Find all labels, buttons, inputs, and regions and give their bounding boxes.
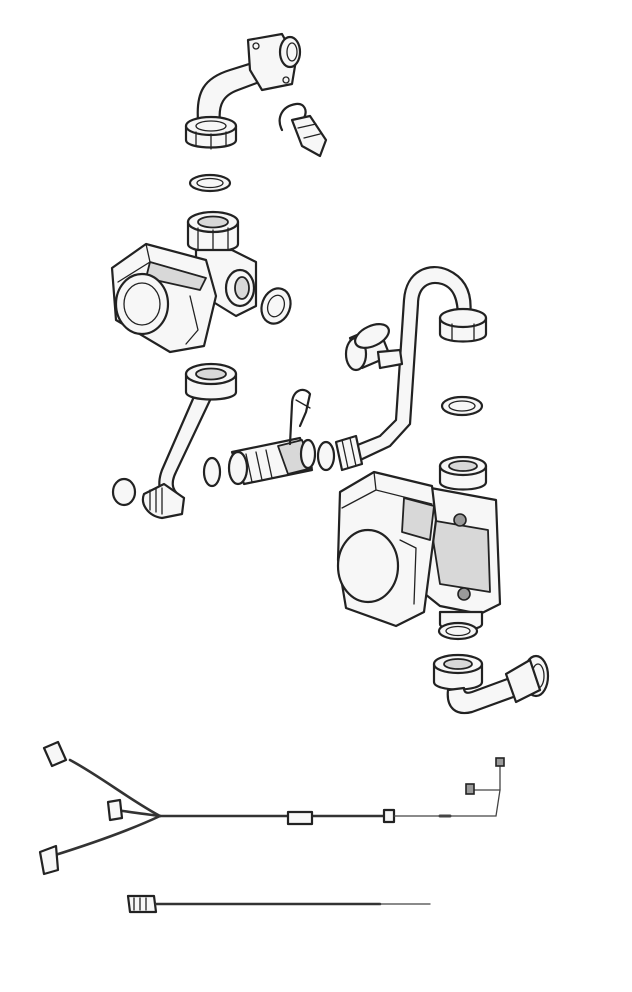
lower-elbow-pipe bbox=[432, 653, 550, 715]
retaining-clip-upper bbox=[278, 102, 328, 158]
upper-elbow-pipe bbox=[184, 32, 302, 150]
diverter-valve bbox=[110, 210, 258, 354]
connector-plug-middle bbox=[106, 798, 124, 822]
circulating-pump bbox=[336, 455, 502, 632]
o-ring-4 bbox=[202, 456, 222, 488]
o-ring-1 bbox=[188, 173, 232, 193]
connector-plug-bottom bbox=[38, 844, 60, 876]
s-shaped-pipe bbox=[334, 266, 488, 472]
o-ring-6 bbox=[440, 395, 484, 417]
cable-sleeve bbox=[286, 810, 314, 826]
o-ring-7 bbox=[437, 621, 479, 641]
connector-fitting bbox=[227, 388, 317, 486]
o-ring-2 bbox=[260, 287, 292, 325]
connector-plug-right bbox=[382, 808, 396, 824]
lower-left-pipe bbox=[141, 362, 238, 520]
connector-plug-top bbox=[42, 740, 68, 768]
o-ring-3 bbox=[111, 477, 137, 507]
single-cable bbox=[126, 894, 431, 914]
o-ring-5 bbox=[316, 440, 336, 472]
wiring-harness bbox=[38, 740, 505, 876]
